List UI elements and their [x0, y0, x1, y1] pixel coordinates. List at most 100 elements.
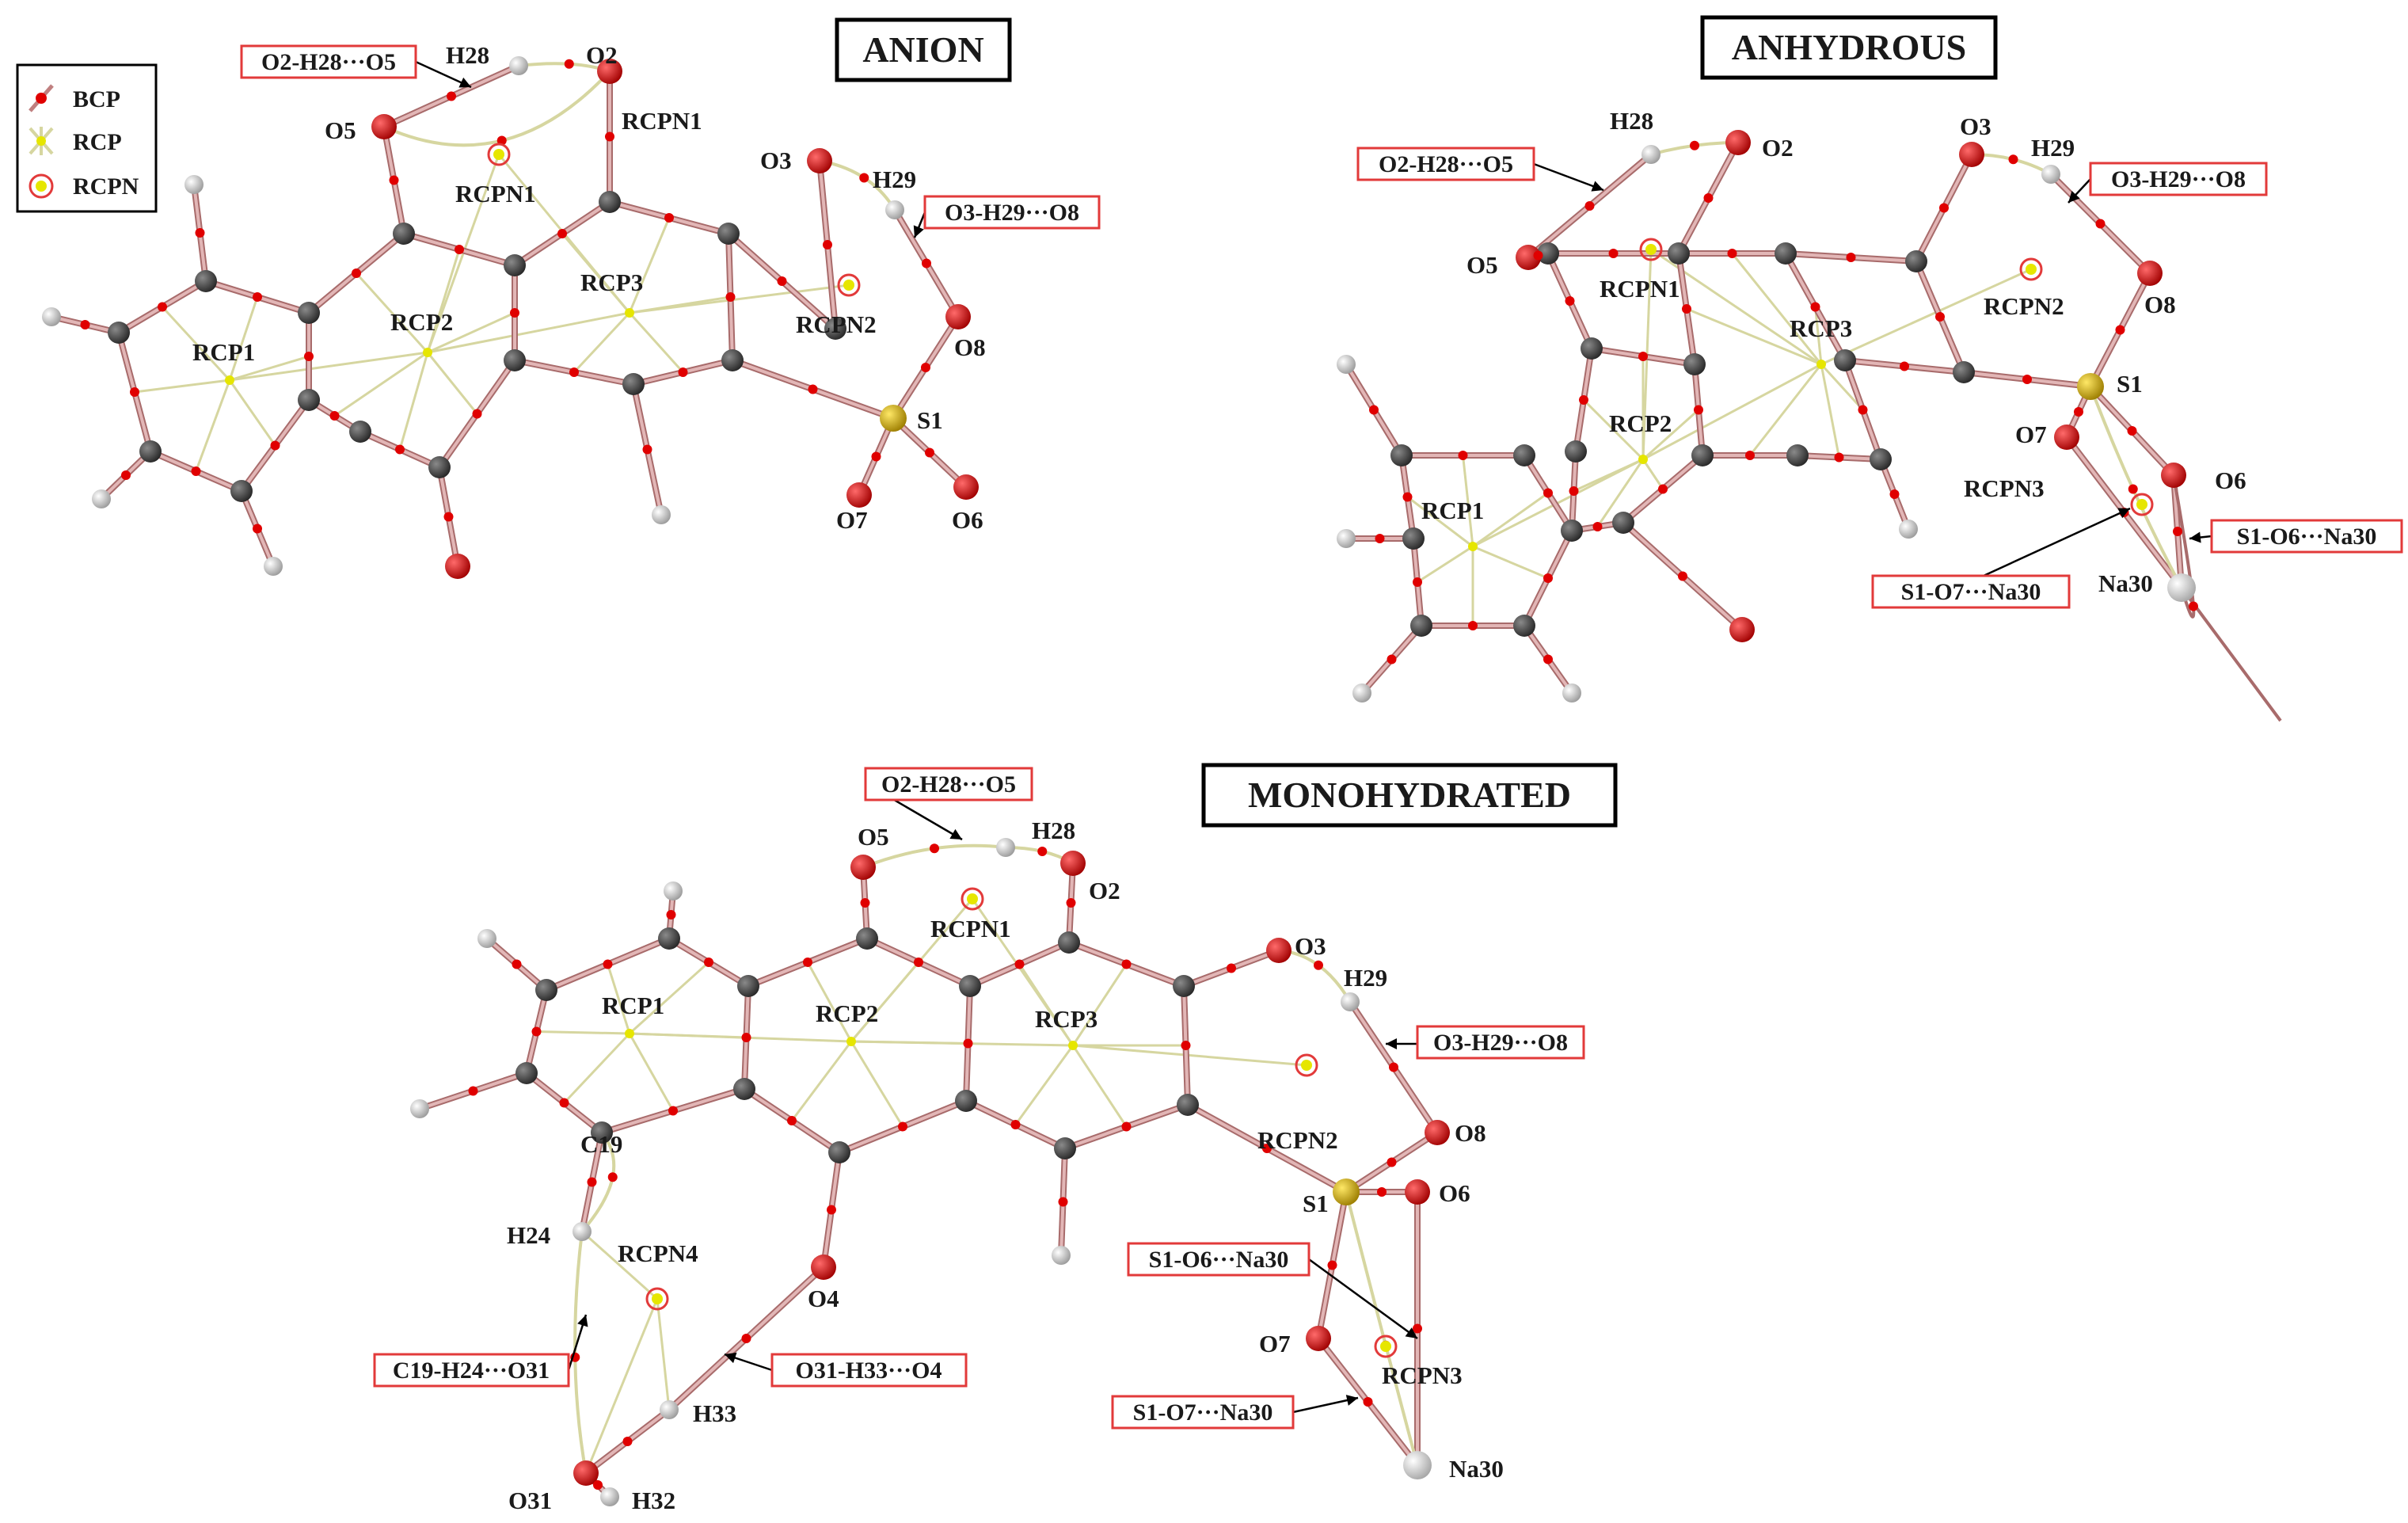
anhydrous-carbon-atom [1683, 353, 1706, 375]
mono-label-o3: O3 [1295, 932, 1326, 960]
mono-bcp [787, 1116, 797, 1125]
svg-text:S1-O6···Na30: S1-O6···Na30 [2237, 524, 2377, 550]
anion-hydrogen-atom [92, 489, 111, 508]
mono-ring-path [1071, 963, 1128, 1046]
anion-carbon-atom [108, 322, 130, 344]
rcpn-icon [29, 173, 54, 199]
mono-callout-s1-o7-na30: S1-O7···Na30 [1111, 1395, 1295, 1430]
mono-bcp [1037, 847, 1048, 856]
anhydrous-bcp [1658, 484, 1668, 494]
anion-hydrogen-atom [184, 175, 204, 194]
anion-carbon-atom [428, 456, 451, 478]
anion-bcp [823, 240, 832, 249]
anion-hydrogen-atom [885, 200, 904, 219]
mono-ring-path [806, 961, 853, 1042]
anhydrous-ring-rcpn2: RCPN2 [1984, 292, 2064, 320]
anion-bcp [191, 466, 201, 476]
mono-hydrogen-atom [477, 929, 496, 948]
anion-bcp [510, 308, 519, 318]
anion-ring-path [355, 272, 429, 354]
anhydrous-ring-rcp3: RCP3 [1790, 314, 1852, 342]
anhydrous-bcp [1402, 492, 1413, 502]
legend: BCP RCP RCPN [16, 63, 158, 213]
anhydrous-bcp [1543, 488, 1553, 498]
mono-label-s1: S1 [1303, 1190, 1329, 1217]
anhydrous-callout-s1-o7-na30: S1-O7···Na30 [1871, 574, 2071, 609]
anhydrous-hydrogen-atom [1337, 355, 1356, 374]
anion-ring-path [573, 311, 631, 374]
anhydrous-callout-s1-o6-na30: S1-O6···Na30 [2210, 519, 2403, 554]
anhydrous-rcp [1468, 542, 1478, 551]
mono-ring-rcpn3: RCPN3 [1382, 1361, 1463, 1389]
anion-label-s1: S1 [917, 406, 943, 434]
mono-callout-arrowhead [1386, 1038, 1397, 1049]
anion-bcp [395, 444, 405, 455]
mono-carbon-atom [856, 927, 878, 950]
anhydrous-hydrogen-atom [1641, 145, 1660, 164]
mono-bcp [914, 958, 923, 967]
mono-bcp [1181, 1041, 1191, 1050]
mono-carbon-atom [955, 1090, 977, 1112]
mono-label-na30: Na30 [1449, 1455, 1504, 1483]
svg-text:O2-H28···O5: O2-H28···O5 [1379, 151, 1513, 177]
mono-bcp [1014, 959, 1025, 969]
anion-bcp [455, 245, 464, 254]
anion-carbon-atom [717, 223, 740, 245]
mono-callout-arrowhead [1345, 1395, 1358, 1406]
anhydrous-sodium-atom [2167, 573, 2196, 602]
anhydrous-label-o5: O5 [1466, 251, 1498, 279]
anhydrous-carbon-atom [1953, 361, 1975, 383]
anhydrous-label-o2: O2 [1762, 134, 1794, 162]
anion-carbon-atom [622, 373, 645, 395]
anion-carbon-atom [139, 440, 162, 463]
anion-ring-path [228, 296, 259, 381]
anhydrous-callout-o2-h28-o5: O2-H28···O5 [1356, 147, 1535, 181]
anion-carbon-atom [298, 389, 320, 411]
anhydrous-ring-path [1820, 363, 1864, 411]
svg-text:O31-H33···O4: O31-H33···O4 [795, 1357, 942, 1384]
mono-hydrogen-atom [410, 1099, 429, 1118]
anion-rcpn [493, 149, 504, 160]
mono-label-o2: O2 [1089, 877, 1120, 904]
mono-bcp [860, 898, 870, 908]
anion-bcp [195, 228, 205, 238]
mono-oxygen-atom [811, 1255, 836, 1280]
anion-label-o8: O8 [954, 333, 986, 361]
anhydrous-label-h28: H28 [1610, 107, 1653, 135]
mono-callout-arrowhead [1405, 1327, 1417, 1338]
mono-bcp [593, 1480, 603, 1490]
anhydrous-rcpn-ring [1639, 238, 1663, 261]
anhydrous-bcp [2189, 601, 2198, 611]
anhydrous-bcp [1935, 312, 1945, 322]
anion-bcp [859, 173, 869, 183]
anhydrous-bcp [1858, 405, 1868, 415]
mono-label-o5: O5 [858, 823, 889, 851]
callouts: O2-H28···O5 O3-H29···O8 O2-H28···O5 O3-H… [240, 44, 2403, 1430]
anhydrous-hydrogen-atom [1899, 520, 1918, 539]
mono-oxygen-atom [850, 855, 876, 880]
anhydrous-oxygen-atom [2054, 425, 2079, 450]
mono-label-c19: C19 [580, 1130, 622, 1158]
mono-carbon-atom [737, 975, 759, 997]
anion-carbon-atom [721, 349, 744, 371]
mono-rcp [625, 1029, 634, 1038]
anhydrous-bcp [1638, 352, 1648, 361]
anhydrous-bcp [1608, 249, 1619, 258]
mono-carbon-atom [515, 1062, 538, 1084]
anhydrous-carbon-atom [1390, 444, 1413, 466]
anhydrous-hydrogen-atom [1352, 683, 1371, 702]
anhydrous-carbon-atom [1537, 242, 1559, 265]
svg-text:O2-H28···O5: O2-H28···O5 [261, 49, 396, 75]
anhydrous-bcp [1569, 486, 1579, 496]
anhydrous-ring-path [1472, 545, 1549, 580]
anion-label-o2: O2 [586, 41, 618, 69]
mono-ring-rcp1: RCP1 [602, 992, 664, 1019]
anhydrous-ring-path [1417, 545, 1474, 584]
anhydrous-bcp [1565, 296, 1575, 306]
anhydrous-bcp [1387, 654, 1397, 664]
anion-hydrogen-atom [652, 505, 671, 524]
mono-rcpn-ring [1374, 1335, 1398, 1358]
anhydrous-oxygen-atom [2161, 463, 2186, 488]
mono-label-h33: H33 [693, 1399, 736, 1427]
anion-carbon-atom [298, 302, 320, 324]
